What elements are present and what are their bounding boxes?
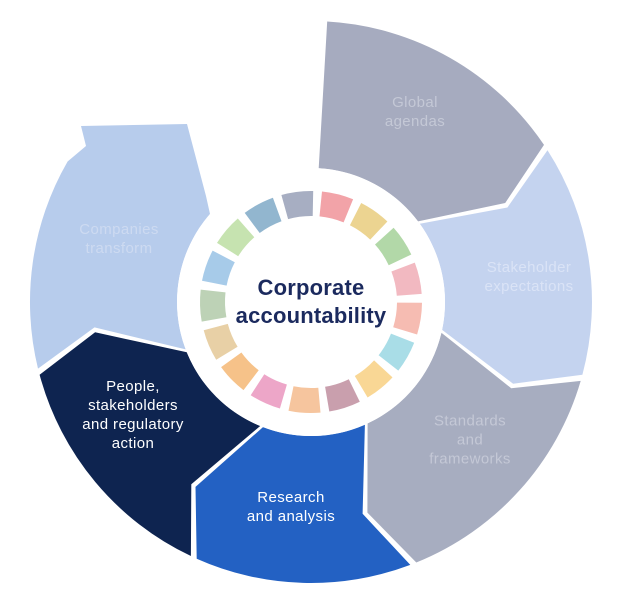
ring-tick-7 [354, 360, 393, 398]
ring-tick-16 [244, 197, 282, 233]
segment-stakeholder-expectations [419, 150, 592, 384]
ring-tick-4 [391, 262, 422, 296]
segment-standards-and-frameworks [367, 332, 581, 563]
segment-global-agendas [318, 21, 544, 222]
ring-tick-17 [281, 190, 314, 220]
ring-tick-5 [393, 302, 422, 335]
ring-tick-15 [217, 218, 255, 257]
ring-tick-1 [319, 191, 354, 223]
segment-people-stakeholders-and-regulatory-action [39, 332, 261, 556]
ring-tick-2 [349, 203, 388, 240]
ring-tick-9 [288, 386, 321, 414]
ring-tick-8 [325, 379, 360, 412]
segment-research-and-analysis [195, 424, 411, 584]
ring-tick-11 [221, 352, 259, 391]
ring-tick-6 [378, 333, 415, 371]
ring-tick-3 [375, 227, 412, 266]
ring-tick-14 [202, 250, 235, 286]
ring-tick-12 [203, 323, 238, 360]
ring-tick-13 [199, 289, 227, 322]
segment-companies-transform [29, 124, 210, 369]
ring-tick-10 [250, 374, 287, 409]
